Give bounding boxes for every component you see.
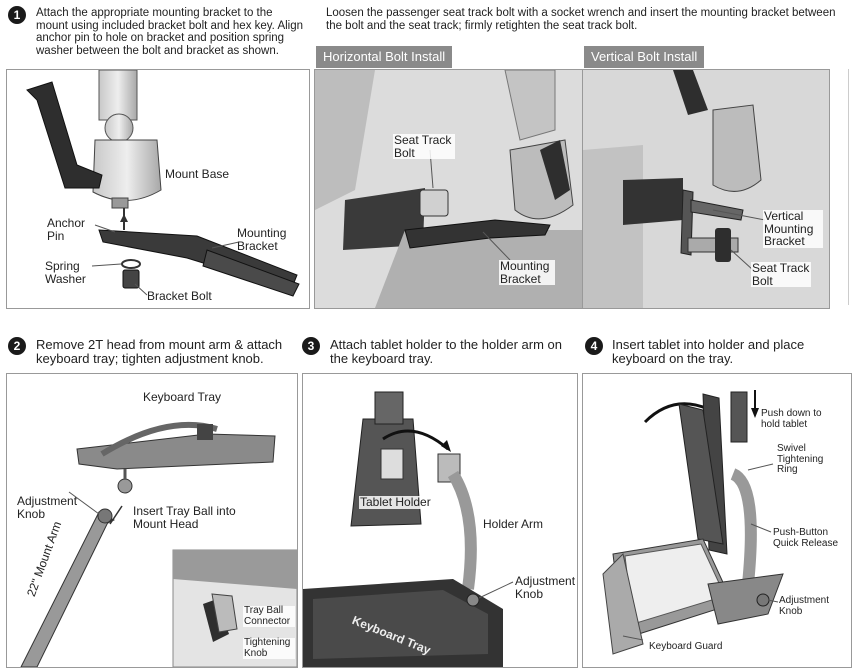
mount-base-label: Mount Base [165,167,230,181]
step-1b-instruction: Loosen the passenger seat track bolt wit… [326,7,836,32]
spring-washer-label: Spring Washer [45,259,86,286]
keyboard-guard-label: Keyboard Guard [649,641,723,652]
step-4-instruction: Insert tablet into holder and place keyb… [612,337,805,366]
tablet-holder-panel: Tablet Holder Holder Arm Adjustment Knob… [302,373,578,668]
step-2-number: 2 [8,337,26,355]
adjustment-knob-label-3: Adjustment Knob [515,574,576,601]
anchor-pin-label: Anchor Pin [47,216,86,243]
tablet-keyboard-illustration [602,390,784,655]
mounting-bracket-label: Mounting Bracket [237,226,287,253]
mounting-bracket-label-h: Mounting Bracket [499,260,555,285]
holder-arm-label: Holder Arm [483,517,544,531]
step-3-number: 3 [302,337,320,355]
push-down-label: Push down to hold tablet [761,408,822,430]
tray-ball-connector-label: Tray Ball Connector [243,605,295,627]
step-1-number: 1 [8,6,26,24]
vertical-mounting-bracket-label: Vertical Mounting Bracket [763,210,823,248]
tablet-holder-illustration [303,391,514,667]
insert-tray-ball-label: Insert Tray Ball into Mount Head [133,504,236,531]
keyboard-tray-label: Keyboard Tray [143,390,222,404]
seat-track-bolt-label-h: Seat Track Bolt [393,134,455,159]
push-button-label: Push-Button Quick Release [773,527,839,549]
adjustment-knob-label-4: Adjustment Knob [779,595,830,617]
tightening-knob-label: Tightening Knob [243,637,295,659]
mount-base-panel: Mount Base Anchor Pin Mounting Bracket S… [6,69,310,309]
step-4-number: 4 [585,337,603,355]
seat-track-bolt-label-v: Seat Track Bolt [751,261,811,288]
horizontal-install-panel: Seat Track Bolt Mounting Bracket [314,69,584,309]
divider-line [848,69,849,305]
swivel-ring-label: Swivel Tightening Ring [777,443,824,475]
vertical-install-panel: Vertical Mounting Bracket Seat Track Bol… [582,69,830,309]
step-3-instruction: Attach tablet holder to the holder arm o… [330,337,562,366]
mount-base-illustration [26,70,300,297]
horizontal-bolt-install-tab: Horizontal Bolt Install [316,46,453,68]
tablet-holder-label: Tablet Holder [359,495,432,509]
step-2-instruction: Remove 2T head from mount arm & attach k… [36,337,283,366]
bracket-bolt-label: Bracket Bolt [147,289,212,303]
tablet-keyboard-panel: Push down to hold tablet Swivel Tighteni… [582,373,852,668]
vertical-bolt-install-tab: Vertical Bolt Install [584,46,705,68]
adjustment-knob-label: Adjustment Knob [17,494,78,521]
step-1-instruction: Attach the appropriate mounting bracket … [36,7,304,57]
keyboard-tray-arm-panel: Keyboard Tray Adjustment Knob Insert Tra… [6,373,298,668]
